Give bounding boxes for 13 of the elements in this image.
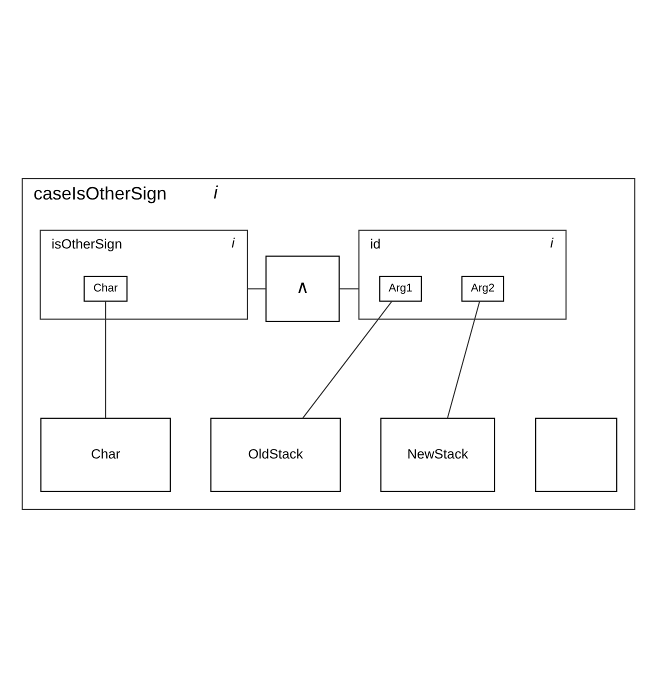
node-box: OldStack <box>210 417 341 492</box>
node-box: Arg2 <box>461 275 504 302</box>
node-box: Char <box>84 275 128 302</box>
connector <box>446 300 480 418</box>
node-box: ∧ <box>265 255 340 322</box>
node-box <box>535 417 618 492</box>
node-box: Char <box>40 417 171 492</box>
connector <box>302 300 392 418</box>
connector <box>247 288 266 289</box>
node-box: Arg1 <box>379 275 422 302</box>
connector <box>105 300 106 418</box>
connector <box>339 288 359 289</box>
node-box: NewStack <box>380 417 496 492</box>
